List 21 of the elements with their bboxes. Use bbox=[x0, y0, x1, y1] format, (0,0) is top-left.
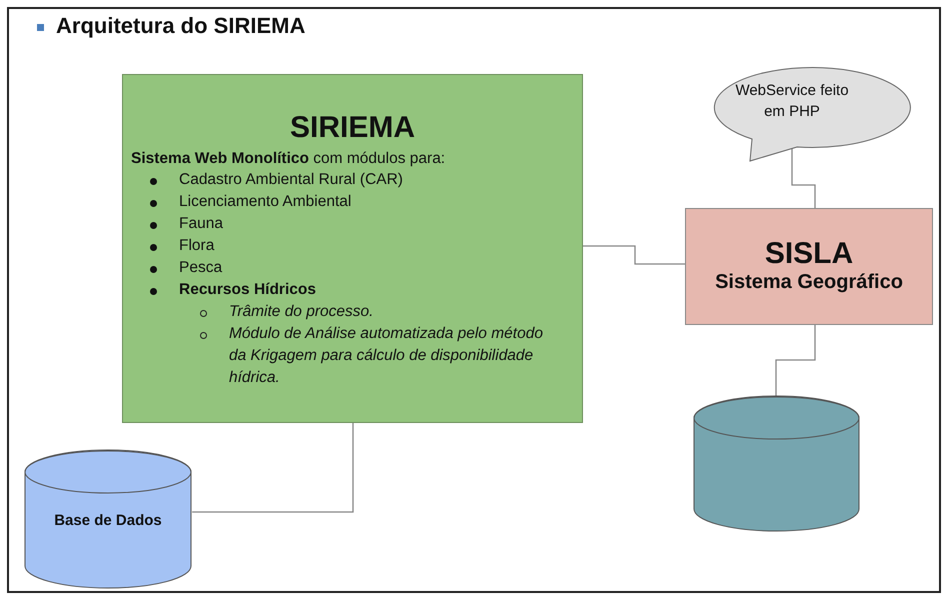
connector-line bbox=[775, 325, 816, 397]
list-item: Fauna bbox=[179, 214, 224, 234]
list-item: Trâmite do processo. bbox=[229, 302, 374, 322]
connector-line bbox=[192, 423, 354, 513]
box-subtitle: Sistema Geográfico bbox=[714, 271, 904, 294]
box-title: SISLA bbox=[764, 237, 854, 271]
box-title: SIRIEMA bbox=[288, 111, 416, 145]
label-text: Base de Dados bbox=[53, 512, 163, 529]
description-text: Sistema Web Monolítico com módulos para: bbox=[131, 150, 446, 168]
slide-title: Arquitetura do SIRIEMA bbox=[56, 13, 306, 39]
list-item: Licenciamento Ambiental bbox=[179, 192, 352, 212]
list-item: Pesca bbox=[179, 258, 224, 278]
connector-line bbox=[583, 245, 685, 265]
system-box bbox=[122, 74, 583, 423]
list-item: Flora bbox=[179, 236, 216, 256]
list-item: Recursos Hídricos bbox=[179, 280, 317, 300]
label-text: WebService feito em PHP bbox=[734, 81, 850, 122]
list-item: Módulo de Análise automatizada pelo método da Krigagem para cálculo de disponibilidade hídrica. bbox=[229, 324, 544, 388]
connector-line bbox=[791, 148, 816, 208]
system-box bbox=[685, 208, 933, 325]
list-item: Cadastro Ambiental Rural (CAR) bbox=[179, 170, 404, 190]
